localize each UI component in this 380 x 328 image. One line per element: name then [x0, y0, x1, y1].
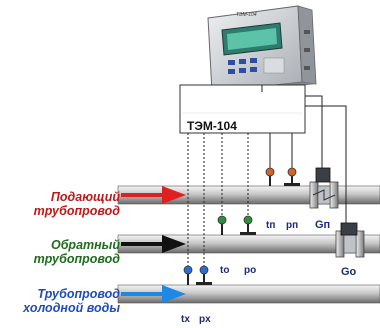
label-t-supply: tп	[266, 220, 276, 231]
signal-wiring	[187, 85, 347, 268]
label-t-return: tо	[220, 265, 230, 276]
heat-meter-caption: ТЭМ-104	[187, 119, 237, 133]
label-g-return: Gо	[341, 266, 357, 278]
cold-arrow	[121, 285, 186, 303]
label-g-supply: Gп	[315, 219, 331, 231]
cold-pipe	[117, 284, 380, 304]
supply-pressure-sensor	[284, 167, 300, 186]
return-flow-meter	[335, 222, 365, 258]
heat-meter-device	[207, 5, 317, 95]
supply-flow-meter	[309, 167, 339, 209]
label-p-return: pо	[244, 265, 257, 276]
label-p-supply: pп	[286, 220, 299, 231]
return-pipe-label: Обратный трубопровод	[33, 238, 120, 266]
cold-pipe-label: Трубопровод холодной воды	[23, 287, 120, 315]
return-arrow	[121, 235, 186, 253]
label-t-cold: tх	[181, 314, 190, 325]
cold-temperature-sensor	[183, 265, 193, 285]
cold-pressure-sensor	[196, 265, 212, 285]
supply-temperature-sensor	[265, 167, 275, 186]
device-logo: ТЭМ-104	[236, 12, 257, 18]
label-p-cold: pх	[199, 314, 211, 325]
supply-pipe-label: Подающий трубопровод	[33, 190, 120, 218]
return-temperature-sensor	[217, 215, 227, 235]
supply-arrow	[121, 186, 186, 204]
terminal-box	[179, 84, 306, 134]
return-pressure-sensor	[240, 215, 256, 235]
